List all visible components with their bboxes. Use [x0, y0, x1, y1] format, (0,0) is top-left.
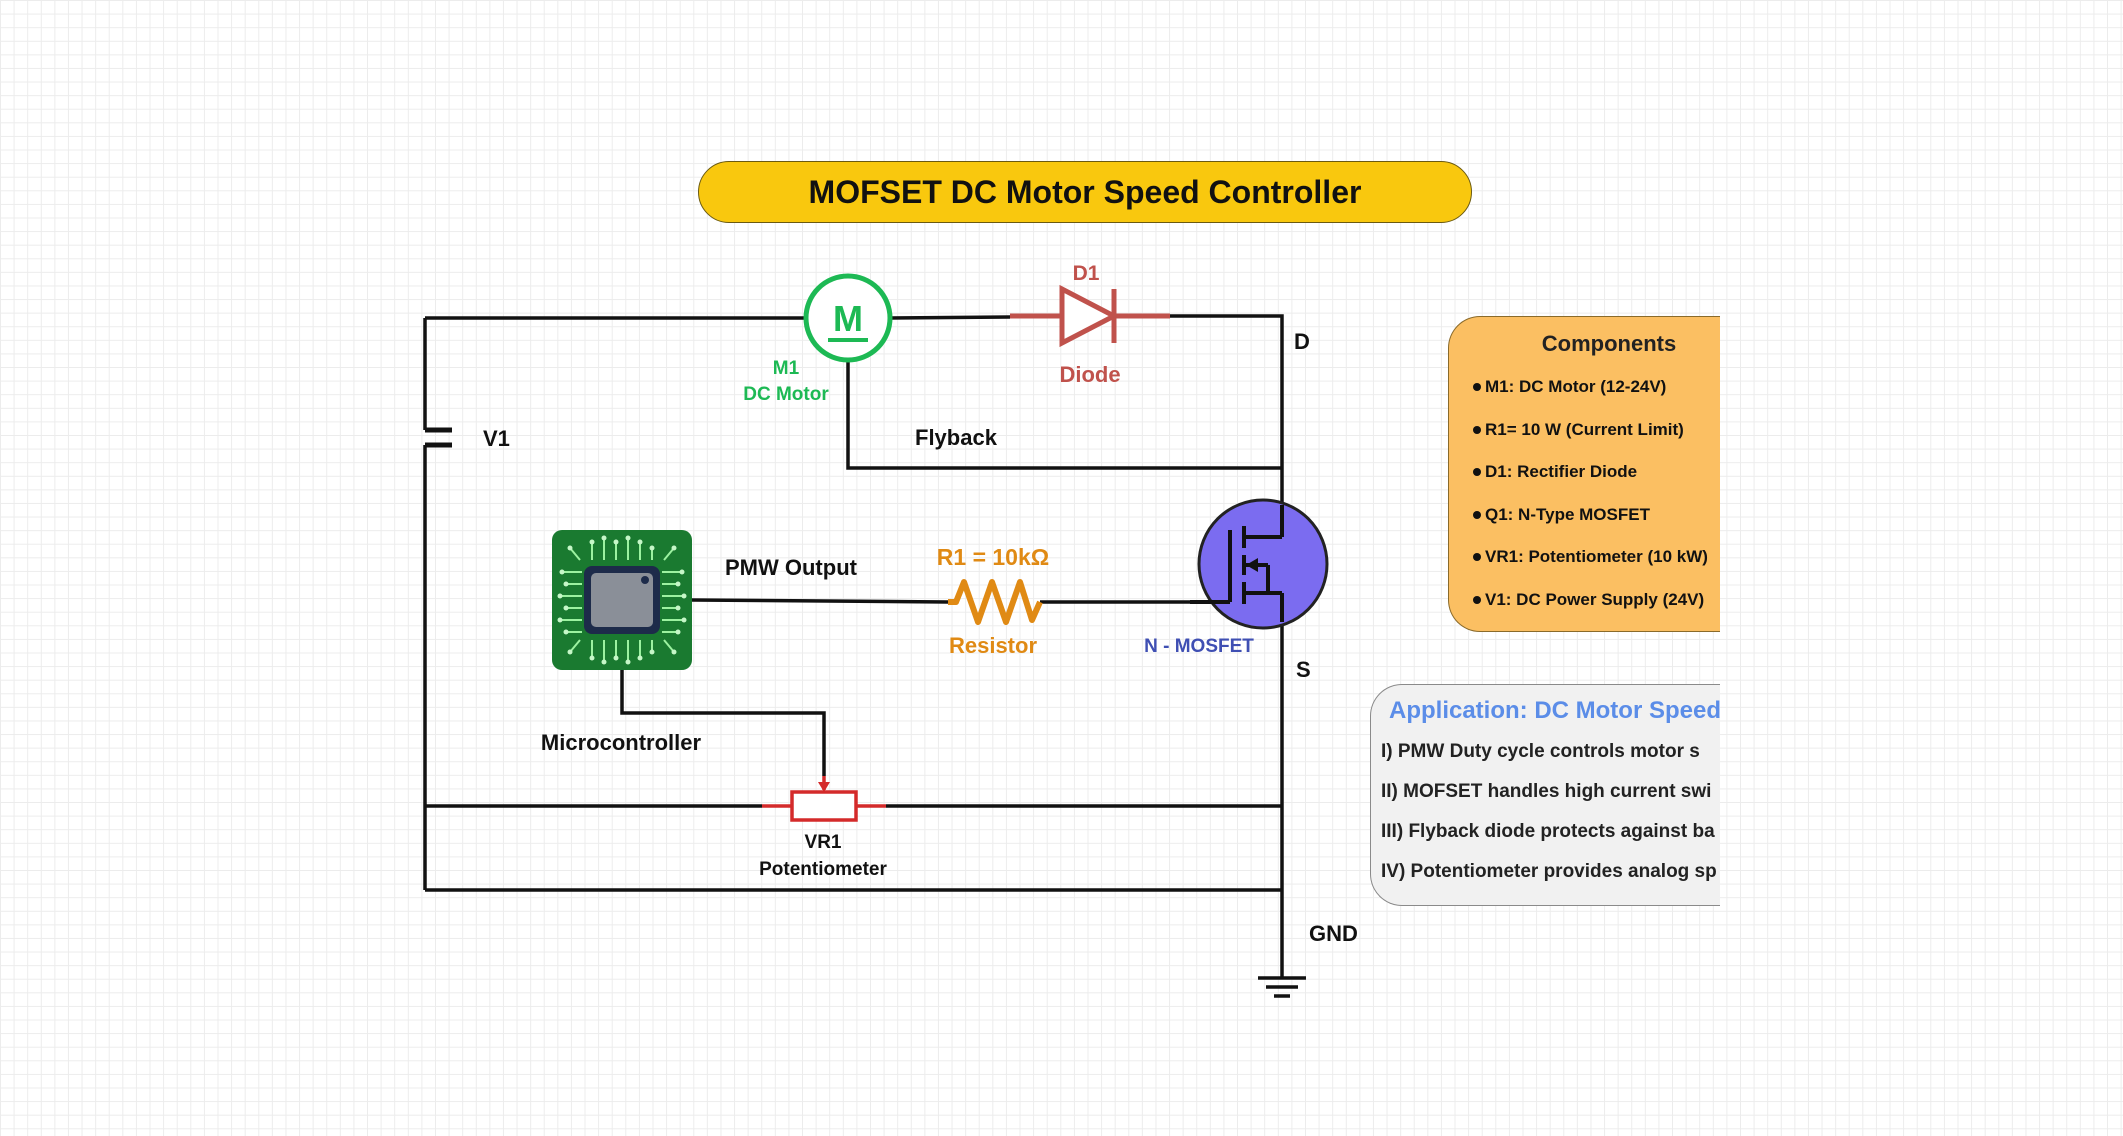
components-heading: Components	[1541, 331, 1677, 356]
application-list-item: III) Flyback diode protects against ba	[1381, 821, 1715, 842]
motor-id-label: M1	[773, 358, 800, 379]
application-list-item: IV) Potentiometer provides analog sp	[1381, 861, 1717, 882]
motor-symbol-letter: M	[833, 298, 863, 339]
bullet-icon	[1473, 468, 1481, 477]
components-list-item: M1: DC Motor (12-24V)	[1473, 377, 1708, 420]
page-title: MOFSET DC Motor Speed Controller	[808, 173, 1362, 210]
microcontroller-label: Microcontroller	[541, 730, 702, 755]
diode-symbol	[1010, 284, 1170, 348]
components-item-text: M1: DC Motor (12-24V)	[1485, 377, 1667, 396]
gnd-label: GND	[1309, 921, 1358, 946]
motor-name-label: DC Motor	[743, 384, 829, 405]
source-label: S	[1296, 657, 1311, 682]
components-panel: Components M1: DC Motor (12-24V) R1= 10 …	[1448, 316, 1720, 632]
wire-motor-diode	[889, 315, 1011, 320]
components-item-text: VR1: Potentiometer (10 kW)	[1485, 547, 1708, 567]
wire-diode-drain	[1170, 314, 1284, 505]
components-list-item: V1: DC Power Supply (24V)	[1473, 589, 1708, 631]
mosfet-symbol	[1190, 498, 1329, 630]
components-list-item: R1= 10 W (Current Limit)	[1473, 420, 1708, 463]
application-panel: Application: DC Motor Speed I) PMW Duty …	[1370, 684, 1720, 906]
bullet-icon	[1473, 553, 1481, 562]
potentiometer-id-label: VR1	[805, 832, 842, 853]
components-list-item: D1: Rectifier Diode	[1473, 462, 1708, 505]
components-list: M1: DC Motor (12-24V) R1= 10 W (Current …	[1473, 377, 1708, 631]
wire-flyback	[846, 360, 1282, 470]
application-heading: Application: DC Motor Speed	[1389, 697, 1720, 724]
bullet-icon	[1473, 510, 1481, 519]
flyback-label: Flyback	[915, 425, 998, 450]
components-item-text: V1: DC Power Supply (24V)	[1485, 589, 1705, 609]
application-list: I) PMW Duty cycle controls motor s II) M…	[1381, 741, 1717, 901]
components-item-text: Q1: N-Type MOSFET	[1485, 504, 1650, 524]
components-item-text: R1= 10 W (Current Limit)	[1485, 419, 1684, 439]
wire-pwm	[691, 598, 949, 604]
supply-label: V1	[483, 426, 510, 451]
microcontroller-chip	[552, 530, 692, 670]
mosfet-name-label: N - MOSFET	[1144, 636, 1254, 657]
ground-symbol	[1258, 976, 1306, 998]
application-list-item: I) PMW Duty cycle controls motor s	[1381, 741, 1700, 762]
wires	[423, 314, 1284, 978]
bullet-icon	[1473, 595, 1481, 604]
motor-symbol: M	[803, 273, 893, 363]
drain-label: D	[1294, 329, 1310, 354]
components-list-item: Q1: N-Type MOSFET	[1473, 505, 1708, 548]
components-item-text: D1: Rectifier Diode	[1485, 462, 1638, 482]
potentiometer-symbol	[762, 776, 886, 822]
resistor-value-label: R1 = 10kΩ	[937, 544, 1049, 570]
components-list-item: VR1: Potentiometer (10 kW)	[1473, 547, 1708, 590]
diode-id-label: D1	[1073, 262, 1100, 285]
potentiometer-name-label: Potentiometer	[759, 859, 887, 880]
pwm-label: PMW Output	[725, 555, 858, 580]
diode-name-label: Diode	[1059, 362, 1120, 387]
battery-symbol	[423, 386, 452, 490]
bullet-icon	[1473, 425, 1481, 434]
application-list-item: II) MOFSET handles high current swi	[1381, 781, 1712, 802]
bullet-icon	[1473, 383, 1481, 391]
resistor-name-label: Resistor	[949, 633, 1037, 658]
wire-mcu-pot	[620, 670, 826, 776]
title-banner: MOFSET DC Motor Speed Controller	[698, 161, 1472, 223]
resistor-symbol	[948, 579, 1043, 625]
